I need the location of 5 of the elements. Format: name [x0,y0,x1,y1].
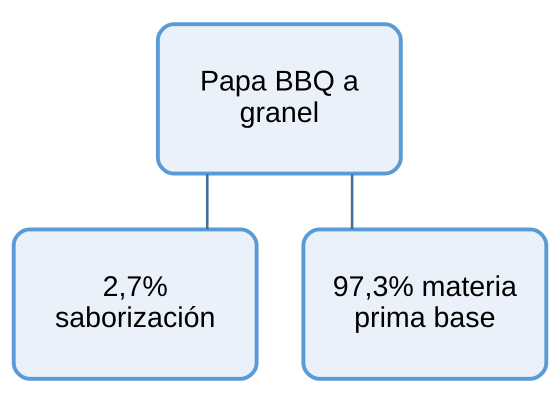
node-box: 2,7% saborización [12,227,259,381]
node-box: Papa BBQ a granel [156,22,403,176]
connector [350,174,354,230]
node-box: 97,3% materia prima base [301,227,548,381]
connector [206,174,209,230]
